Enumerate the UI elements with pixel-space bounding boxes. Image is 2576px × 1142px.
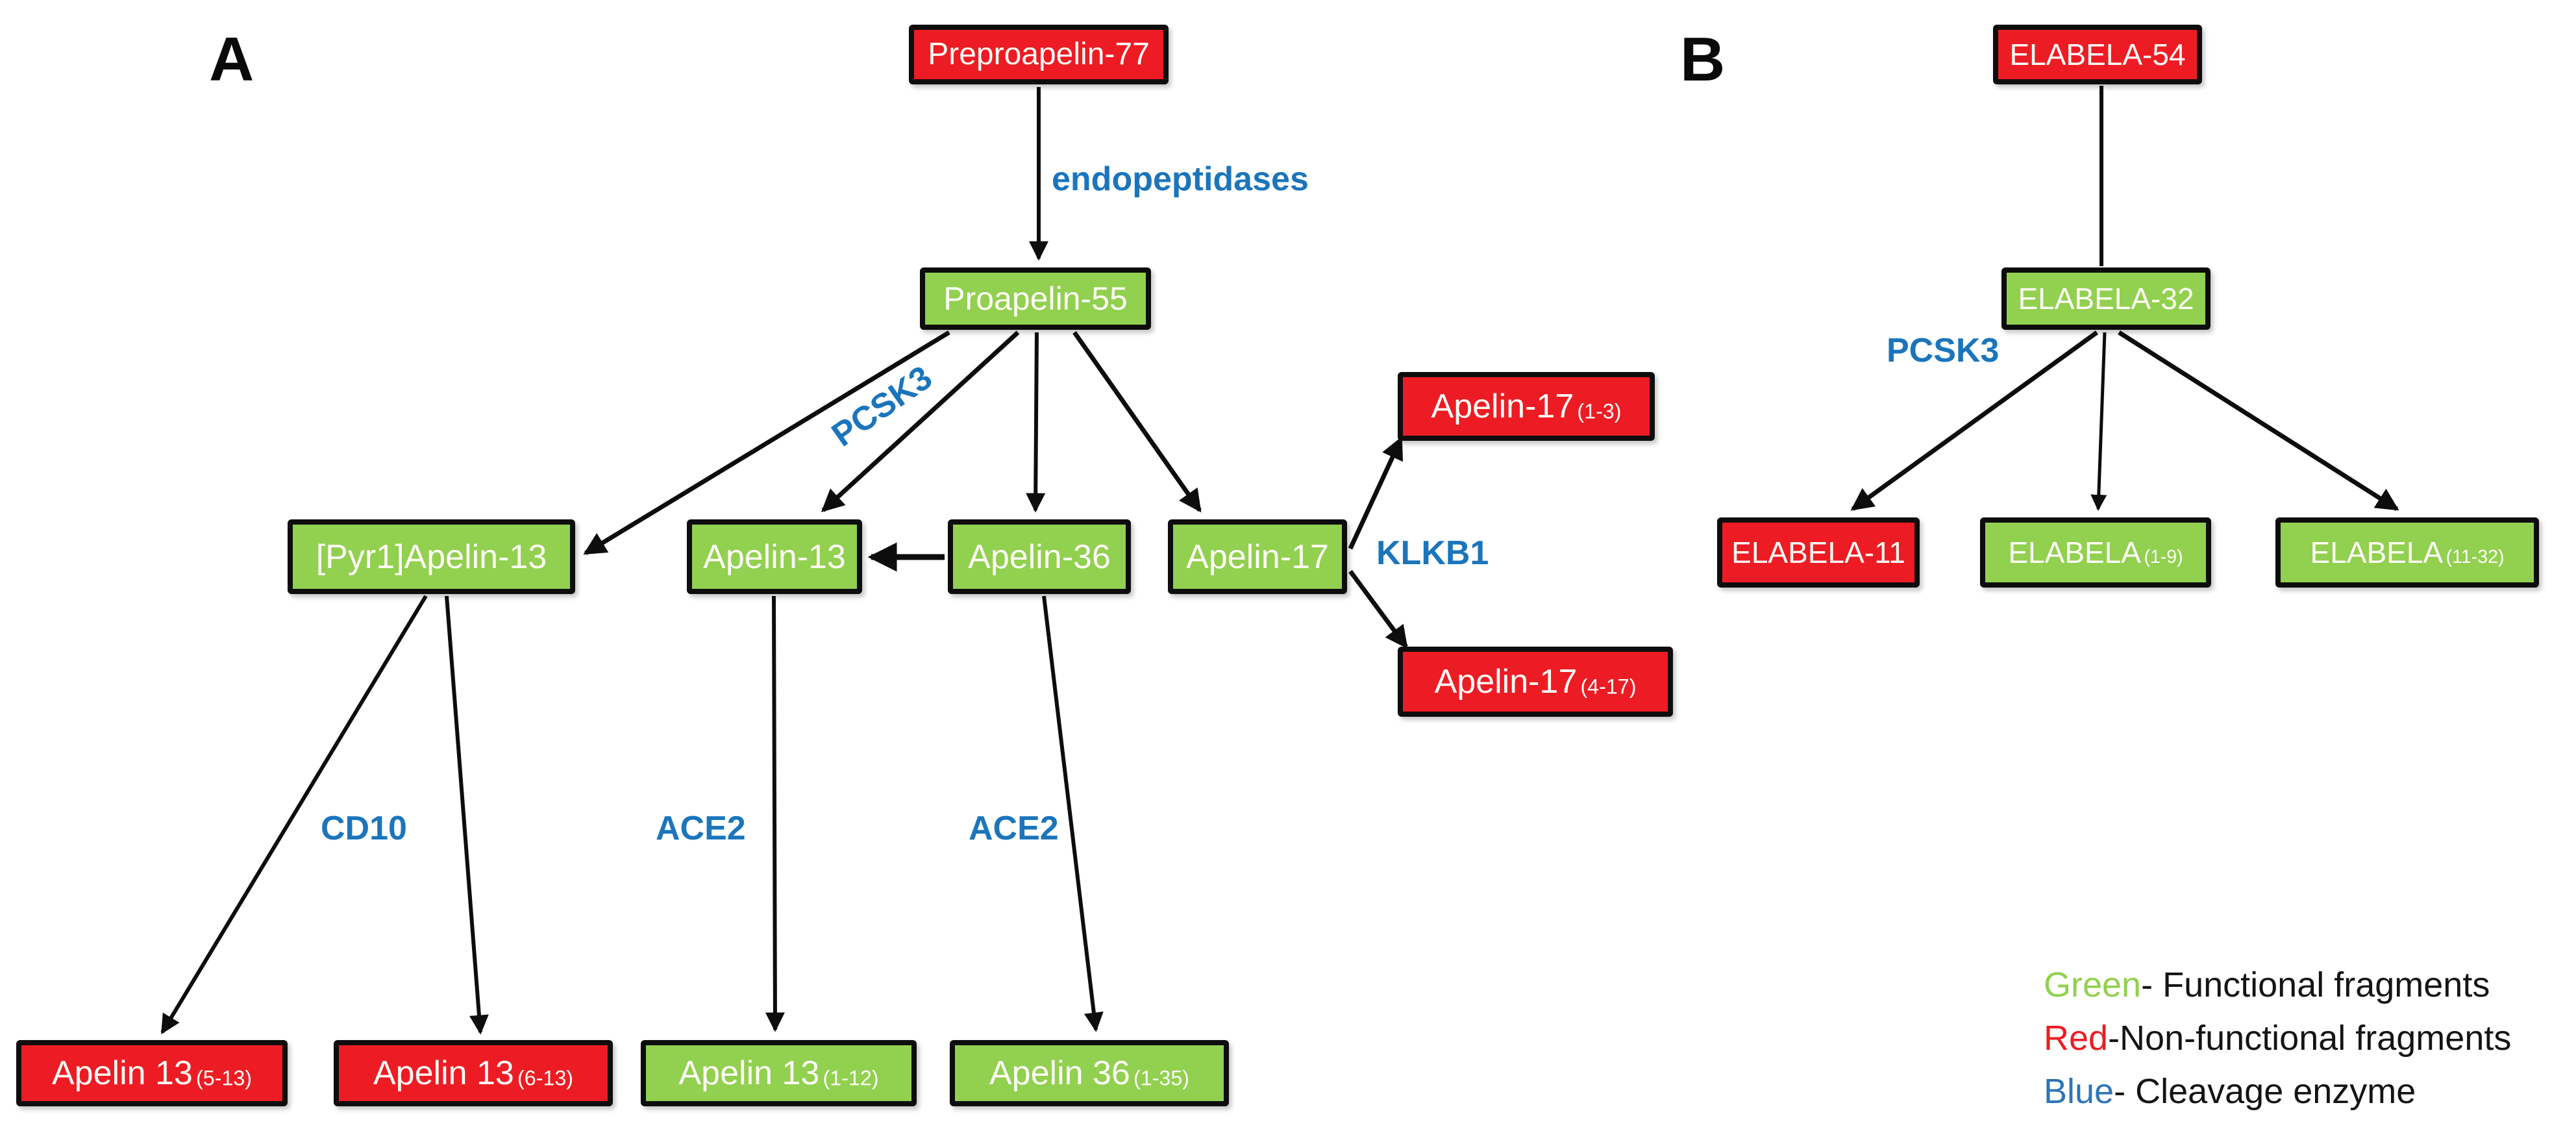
node-apelin-17: Apelin-17 (1168, 519, 1347, 594)
node-label: Apelin-13 (703, 538, 846, 576)
arrow-pyr1apelin13-to-apelin13-6-13 (445, 595, 489, 1035)
node-sublabel: (1-12) (823, 1066, 879, 1090)
arrow-pyr1apelin13-to-apelin13-5-13 (160, 595, 428, 1035)
node-sublabel: (4-17) (1580, 675, 1637, 699)
legend-item-green: Green- Functional fragments (2044, 958, 2511, 1012)
node-sublabel: (1-9) (2144, 546, 2183, 567)
node-label: [Pyr1]Apelin-13 (316, 538, 547, 576)
node-elabela-32: ELABELA-32 (2001, 267, 2211, 330)
arrow-proapelin55-to-pyr1apelin13 (583, 330, 950, 555)
legend-word-green: Green (2044, 965, 2142, 1004)
panel-a-label: A (209, 25, 254, 94)
node-label: ELABELA-11 (1731, 536, 1905, 569)
node-label: Preproapelin-77 (928, 37, 1150, 71)
arrow-elabela32-to-elabela-11-32 (2118, 330, 2399, 511)
legend-text-green: - Functional fragments (2141, 965, 2490, 1004)
node-sublabel: (5-13) (196, 1066, 252, 1090)
node-apelin-36-1-35: Apelin 36(1-35) (950, 1040, 1229, 1106)
enzyme-label-klkb1: KLKB1 (1376, 534, 1489, 572)
node-apelin-13-6-13: Apelin 13(6-13) (334, 1040, 613, 1106)
legend-text-blue: - Cleavage enzyme (2114, 1072, 2416, 1111)
node-label: ELABELA (2008, 536, 2141, 569)
node-label: ELABELA-32 (2018, 282, 2194, 316)
arrow-proapelin55-to-apelin36 (1026, 332, 1046, 513)
legend-item-blue: Blue- Cleavage enzyme (2044, 1065, 2511, 1118)
node-apelin-17-4-17: Apelin-17(4-17) (1398, 647, 1673, 717)
node-pyr1-apelin-13: [Pyr1]Apelin-13 (288, 519, 575, 594)
node-apelin-36: Apelin-36 (948, 519, 1131, 594)
legend: Green- Functional fragments Red-Non-func… (2044, 958, 2511, 1118)
node-label: ELABELA (2310, 536, 2444, 569)
arrow-apelin13-to-apelin13-1-12 (765, 595, 785, 1032)
node-sublabel: (1-35) (1133, 1066, 1189, 1090)
node-elabela-11: ELABELA-11 (1717, 517, 1920, 588)
node-label: Apelin-36 (968, 538, 1111, 576)
node-label: Apelin 13 (52, 1054, 193, 1092)
node-label: Apelin-17 (1434, 663, 1578, 701)
legend-item-red: Red-Non-functional fragments (2044, 1012, 2511, 1065)
node-label: Apelin 36 (989, 1054, 1130, 1092)
node-elabela-1-9: ELABELA(1-9) (1980, 517, 2211, 588)
legend-word-red: Red (2044, 1019, 2109, 1058)
arrow-apelin17-to-apelin17-4-17 (1348, 569, 1408, 649)
legend-text-red: -Non-functional fragments (2108, 1019, 2512, 1058)
node-label: Proapelin-55 (943, 280, 1128, 317)
enzyme-label-ace2-apelin13: ACE2 (656, 810, 746, 847)
node-elabela-54: ELABELA-54 (1993, 25, 2202, 84)
node-sublabel: (1-3) (1577, 399, 1622, 423)
panel-b-label: B (1680, 25, 1726, 94)
node-label: Apelin 13 (373, 1054, 514, 1092)
node-label: Apelin 13 (678, 1054, 820, 1092)
node-sublabel: (11-32) (2446, 546, 2505, 567)
node-apelin-13-1-12: Apelin 13(1-12) (641, 1040, 917, 1106)
node-apelin-17-1-3: Apelin-17(1-3) (1398, 372, 1655, 441)
arrow-proapelin55-to-apelin13 (821, 330, 1020, 512)
legend-word-blue: Blue (2044, 1072, 2114, 1111)
arrow-apelin17-to-apelin17-1-3 (1348, 436, 1404, 550)
node-elabela-11-32: ELABELA(11-32) (2275, 517, 2539, 588)
arrow-proapelin55-to-apelin17 (1072, 330, 1202, 513)
enzyme-label-pcsk3-b: PCSK3 (1887, 332, 2000, 369)
node-sublabel: (6-13) (517, 1066, 573, 1090)
arrow-elabela32-to-elabela11 (1850, 330, 2099, 511)
node-proapelin-55: Proapelin-55 (920, 267, 1151, 330)
node-label: Apelin-17 (1431, 388, 1574, 425)
enzyme-label-cd10: CD10 (321, 810, 407, 847)
node-label: Apelin-17 (1186, 538, 1329, 576)
node-preproapelin-77: Preproapelin-77 (909, 25, 1169, 84)
node-apelin-13: Apelin-13 (687, 519, 862, 594)
enzyme-label-endopeptidases: endopeptidases (1052, 160, 1309, 198)
arrow-apelin36-to-apelin36-1-35 (1042, 595, 1104, 1032)
enzyme-label-ace2-apelin36: ACE2 (969, 810, 1059, 847)
arrow-elabela32-to-elabela-1-9 (2090, 332, 2107, 511)
node-label: ELABELA-54 (2009, 38, 2186, 71)
node-apelin-13-5-13: Apelin 13(5-13) (16, 1040, 288, 1106)
